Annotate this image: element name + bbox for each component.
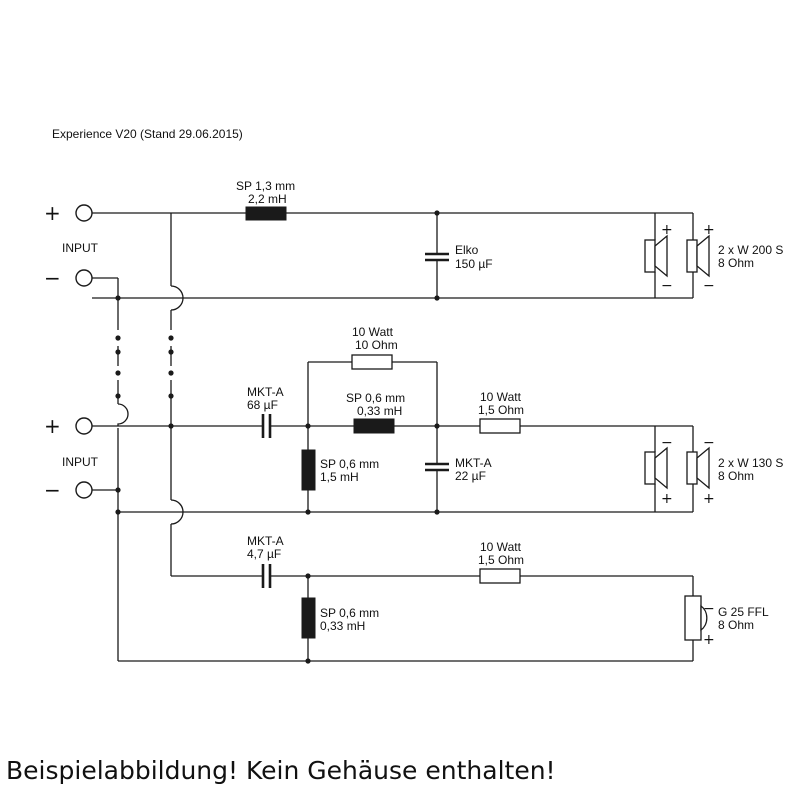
mid-series-coil (353, 418, 395, 434)
input-1-plus-sign: + (44, 201, 61, 225)
mid-series-coil-label-2: 0,33 mH (357, 404, 402, 418)
input-1-plus-terminal[interactable] (75, 204, 93, 222)
mid-driver-1-plus: + (661, 491, 673, 507)
mid-series-res-label-2: 1,5 Ohm (478, 403, 524, 417)
caption-notice: Beispielabbildung! Kein Gehäuse enthalte… (6, 756, 556, 785)
input-1: + − INPUT (44, 201, 118, 290)
input-2-minus-sign: − (44, 478, 61, 502)
tweeter-section: MKT-A 4,7 µF 10 Watt 1,5 Ohm SP 0,6 mm 0… (118, 534, 769, 664)
input-2-label: INPUT (62, 455, 99, 469)
mid-series-res-label-1: 10 Watt (480, 390, 522, 404)
tweeter-series-resistor (479, 568, 521, 584)
tweeter-shunt-coil-label-2: 0,33 mH (320, 619, 365, 633)
mid-driver-1 (644, 446, 668, 490)
tweeter-driver (684, 595, 708, 641)
woofer-elko-label-2: 150 µF (455, 257, 493, 271)
woofer-driver-1 (644, 234, 668, 278)
schematic-title: Experience V20 (Stand 29.06.2015) (52, 127, 243, 141)
mid-shunt-coil-label-2: 1,5 mH (320, 470, 359, 484)
tweeter-shunt-coil (301, 597, 316, 639)
mid-bypass-resistor (351, 354, 393, 370)
mid-series-resistor (479, 418, 521, 434)
woofer-driver-2-minus: − (703, 278, 715, 294)
tweeter-driver-minus: − (703, 601, 715, 617)
bridge-wires (115, 210, 440, 661)
mid-driver-2-plus: + (703, 491, 715, 507)
mid-bypass-res-label-2: 10 Ohm (355, 338, 398, 352)
mid-series-cap-label-2: 68 µF (247, 398, 278, 412)
mid-driver-2-minus: − (703, 435, 715, 451)
mid-shunt-cap-label-1: MKT-A (455, 456, 492, 470)
mid-series-coil-label-1: SP 0,6 mm (346, 391, 405, 405)
mid-driver-label-2: 8 Ohm (718, 469, 754, 483)
input-2-plus-sign: + (44, 414, 61, 438)
woofer-driver-2 (686, 234, 710, 278)
input-1-label: INPUT (62, 241, 99, 255)
tweeter-series-res-label-2: 1,5 Ohm (478, 553, 524, 567)
tweeter-driver-label-1: G 25 FFL (718, 605, 769, 619)
tweeter-series-cap-label-2: 4,7 µF (247, 547, 281, 561)
tweeter-driver-label-2: 8 Ohm (718, 618, 754, 632)
woofer-driver-1-minus: − (661, 278, 673, 294)
tweeter-shunt-coil-label-1: SP 0,6 mm (320, 606, 379, 620)
woofer-elko-label-1: Elko (455, 243, 479, 257)
woofer-driver-label-2: 8 Ohm (718, 256, 754, 270)
tweeter-series-cap-label-1: MKT-A (247, 534, 284, 548)
woofer-coil (245, 206, 287, 221)
woofer-coil-label-1: SP 1,3 mm (236, 179, 295, 193)
input-1-minus-sign: − (44, 266, 61, 290)
woofer-coil-label-2: 2,2 mH (248, 192, 287, 206)
tweeter-series-res-label-1: 10 Watt (480, 540, 522, 554)
input-2-plus-terminal[interactable] (75, 417, 93, 435)
mid-driver-label-1: 2 x W 130 S (718, 456, 783, 470)
mid-series-cap-label-1: MKT-A (247, 385, 284, 399)
woofer-section: SP 1,3 mm 2,2 mH Elko 150 µF + − + − 2 x… (92, 179, 783, 299)
tweeter-driver-plus: + (703, 632, 715, 648)
woofer-driver-2-plus: + (703, 222, 715, 238)
woofer-driver-label-1: 2 x W 200 S (718, 243, 783, 257)
mid-driver-1-minus: − (661, 435, 673, 451)
woofer-driver-1-plus: + (661, 222, 673, 238)
mid-shunt-coil-label-1: SP 0,6 mm (320, 457, 379, 471)
mid-driver-2 (686, 446, 710, 490)
mid-bypass-res-label-1: 10 Watt (352, 325, 394, 339)
mid-shunt-coil (301, 449, 316, 491)
input-2-minus-terminal[interactable] (75, 481, 93, 499)
input-1-minus-terminal[interactable] (75, 269, 93, 287)
input-2: + − INPUT (44, 414, 118, 502)
mid-shunt-cap-label-2: 22 µF (455, 469, 486, 483)
mid-section: MKT-A 68 µF SP 0,6 mm 0,33 mH 10 Watt 10… (92, 325, 783, 515)
